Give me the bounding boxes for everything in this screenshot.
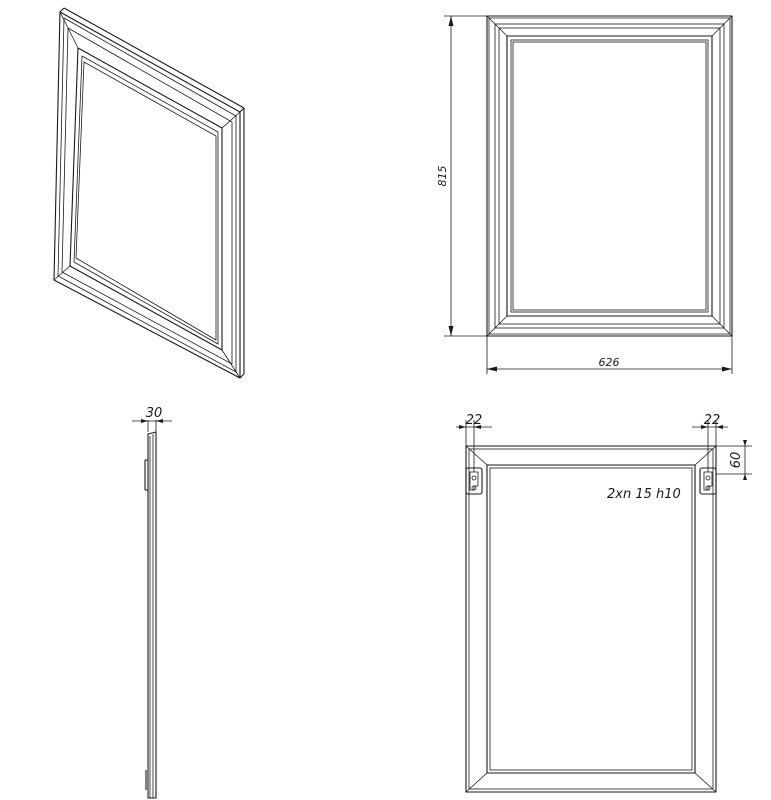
front-view	[486, 15, 733, 337]
width-value: 626	[599, 356, 620, 369]
left-offset-dimension: 22	[456, 413, 492, 472]
right-offset-value: 22	[704, 413, 721, 428]
right-offset-dimension: 22	[692, 413, 728, 472]
height-dimension: 815	[436, 15, 487, 337]
side-view	[144, 431, 157, 799]
top-offset-dimension: 60	[716, 440, 752, 480]
back-view	[465, 445, 717, 793]
depth-value: 30	[146, 406, 163, 421]
depth-dimension: 30	[132, 406, 172, 432]
top-offset-value: 60	[729, 452, 744, 469]
isometric-view	[53, 7, 245, 379]
left-offset-value: 22	[466, 413, 483, 428]
hanger-note: 2xn 15 h10	[607, 487, 681, 502]
height-value: 815	[436, 166, 449, 187]
width-dimension: 626	[486, 336, 733, 374]
